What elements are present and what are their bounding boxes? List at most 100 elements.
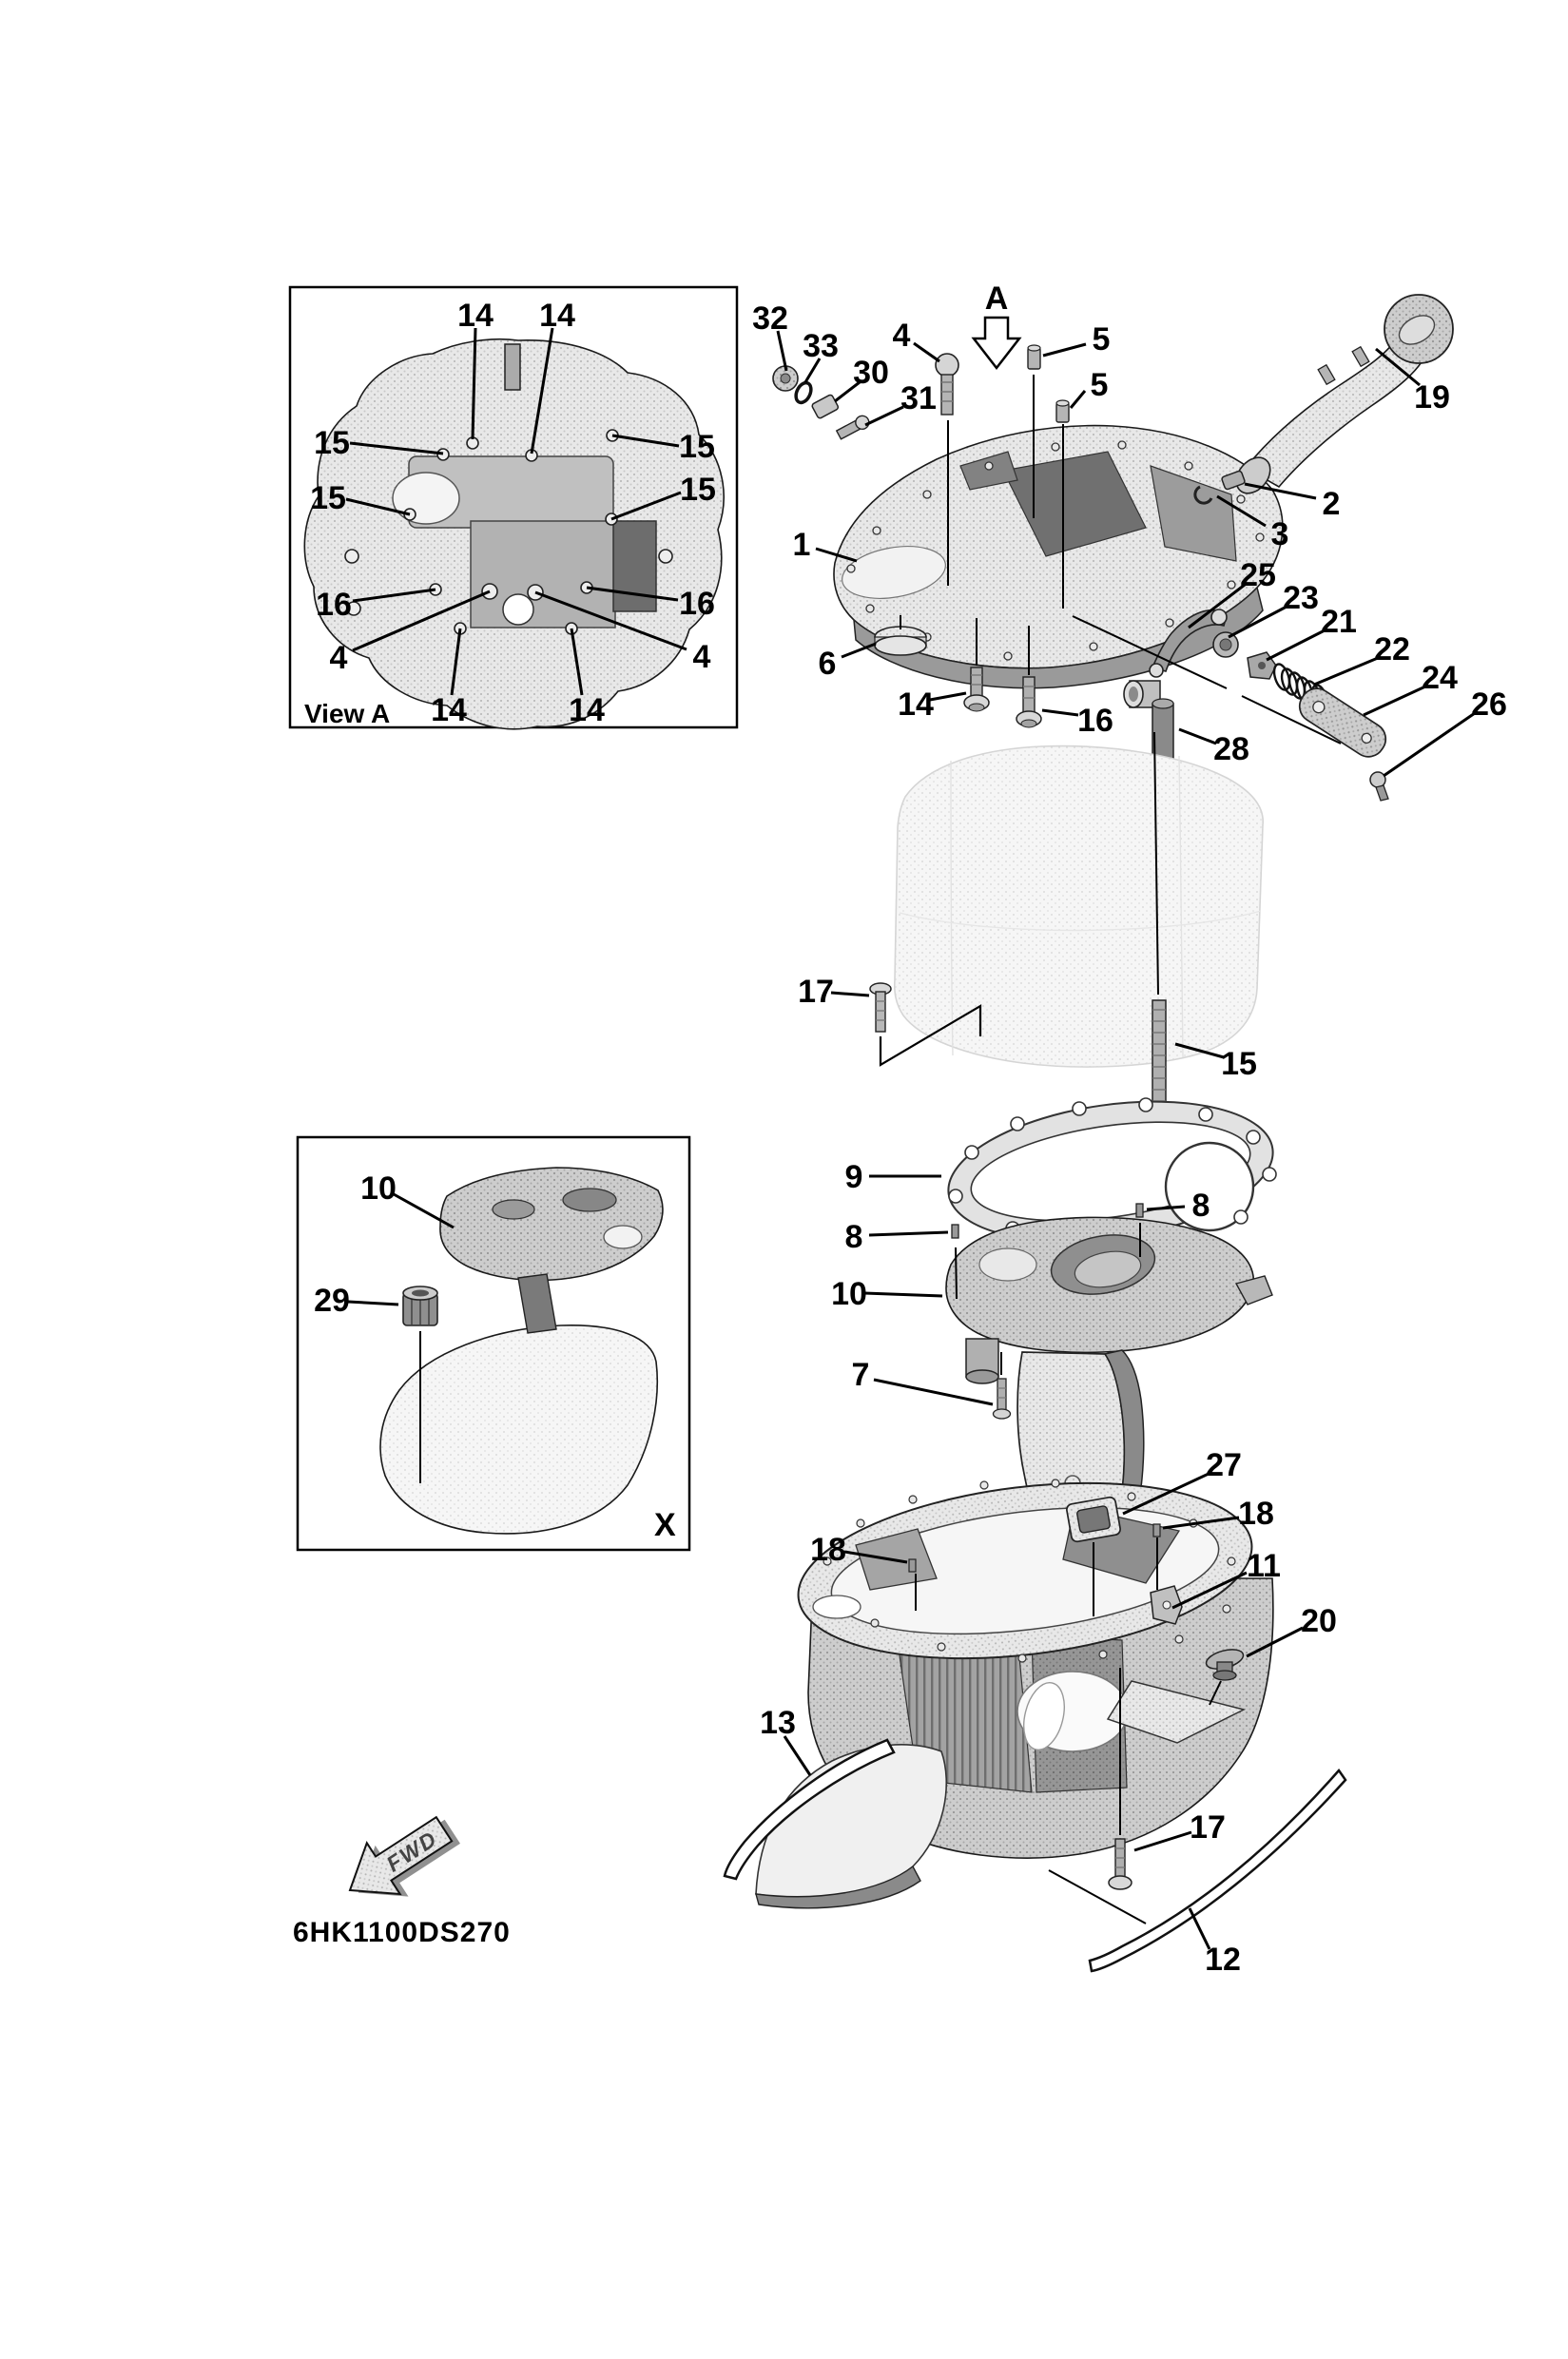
- leader-line-24: [1363, 685, 1426, 717]
- callout-17: 17: [1190, 1809, 1226, 1846]
- callout-14: 14: [539, 298, 575, 334]
- leader-line-6: [841, 642, 877, 659]
- leader-line-10: [393, 1192, 455, 1229]
- pointer-17-bracket: [879, 1004, 982, 1067]
- callout-4: 4: [693, 639, 711, 675]
- leader-line-32: [776, 330, 788, 372]
- callout-14: 14: [898, 686, 934, 723]
- leader-line-30: [834, 380, 861, 403]
- leader-line-17: [1133, 1830, 1192, 1852]
- fwd-arrow-icon: [348, 1815, 454, 1896]
- leader-line-19: [1375, 347, 1421, 387]
- callout-31: 31: [900, 380, 937, 416]
- leader-line-14: [471, 327, 477, 440]
- callout-33: 33: [803, 328, 839, 364]
- leader-line-15: [1174, 1042, 1225, 1059]
- leader-line-2: [1244, 482, 1317, 500]
- pin-part-8-right: [1135, 1203, 1144, 1218]
- callout-13: 13: [760, 1705, 796, 1741]
- leader-line-8: [868, 1230, 949, 1237]
- callout-6: 6: [819, 646, 837, 682]
- leader-line-3: [1216, 494, 1267, 528]
- leader-line-15: [349, 441, 444, 455]
- callout-26: 26: [1471, 686, 1507, 723]
- bolt-part-4: [935, 353, 959, 416]
- damper-part-27: [1066, 1496, 1121, 1543]
- trim-strip-part-13: [723, 1738, 896, 1881]
- section-a-label: A: [985, 280, 1009, 317]
- callout-16: 16: [1077, 703, 1113, 739]
- clip-part-3: [1193, 485, 1213, 505]
- callout-9: 9: [845, 1159, 863, 1195]
- leader-line-5: [1069, 390, 1087, 409]
- callout-4: 4: [893, 318, 911, 354]
- leader-line-16: [586, 586, 679, 602]
- oil-pan-part-1: [833, 424, 1284, 689]
- leader-line-4: [913, 341, 940, 363]
- leader-line-14: [530, 327, 554, 454]
- callout-15: 15: [310, 480, 346, 516]
- pin-part-5-upper: [1027, 344, 1041, 370]
- anti-ventilation-plate: [1106, 1680, 1247, 1744]
- callout-10: 10: [831, 1276, 867, 1312]
- leader-line-33: [803, 358, 822, 383]
- leader-line-12: [1188, 1907, 1211, 1950]
- screw-part-26: [1369, 771, 1389, 802]
- callout-8: 8: [1192, 1188, 1210, 1224]
- callout-5: 5: [1091, 367, 1109, 403]
- section-a-arrow-icon: [971, 316, 1022, 371]
- callout-16: 16: [679, 586, 715, 622]
- callout-18: 18: [810, 1532, 846, 1568]
- leader-line-22: [1313, 656, 1379, 686]
- leader-line-16: [1041, 708, 1079, 717]
- callout-8: 8: [845, 1219, 863, 1255]
- callout-15: 15: [679, 429, 715, 465]
- x-grommet-29: [402, 1286, 438, 1326]
- leader-line-25: [1188, 583, 1246, 629]
- leader-line-4: [534, 590, 687, 651]
- leader-line-20: [1246, 1626, 1304, 1658]
- leader-line-21: [1266, 628, 1326, 662]
- bolt-part-7: [992, 1378, 1012, 1420]
- view-a-label: View A: [304, 699, 390, 728]
- pin-part-5-lower: [1055, 399, 1070, 423]
- leader-line-28: [1178, 727, 1217, 745]
- callout-15: 15: [1221, 1046, 1257, 1082]
- callout-19: 19: [1414, 379, 1450, 416]
- leader-line-15: [610, 491, 682, 521]
- callout-22: 22: [1374, 631, 1410, 667]
- callout-15: 15: [314, 425, 350, 461]
- callout-17: 17: [798, 974, 834, 1010]
- plug-part-6: [874, 626, 927, 656]
- pin-part-18-left: [908, 1558, 917, 1573]
- section-arrow-a: A: [971, 280, 1022, 371]
- leader-line-10: [863, 1291, 943, 1298]
- callout-21: 21: [1321, 604, 1357, 640]
- callout-10: 10: [360, 1170, 397, 1207]
- leader-line-14: [929, 691, 967, 702]
- exhaust-tube-part-19: [1235, 294, 1454, 494]
- lower-casing-part-11-body: [755, 1479, 1274, 1909]
- fitting-part-2: [1221, 470, 1246, 491]
- pin-part-18-right: [1152, 1523, 1161, 1537]
- callout-25: 25: [1240, 557, 1276, 593]
- callout-1: 1: [793, 527, 811, 563]
- callout-5: 5: [1093, 321, 1111, 358]
- inset-view-a: View A: [288, 285, 739, 730]
- callout-14: 14: [431, 692, 467, 728]
- o-ring-part-33: [794, 380, 813, 405]
- leader-line-8: [1146, 1205, 1186, 1211]
- x-view-label: X: [654, 1507, 676, 1543]
- trim-strip-part-12: [1088, 1768, 1347, 1973]
- callout-30: 30: [853, 355, 889, 391]
- leader-line-15: [611, 434, 680, 448]
- callout-14: 14: [457, 298, 494, 334]
- assembly-axis-lines: [900, 375, 1342, 1924]
- diagram-code: 6HK1100DS270: [293, 1917, 511, 1948]
- leader-line-1: [815, 547, 858, 563]
- callout-32: 32: [752, 300, 788, 337]
- leader-line-14: [450, 628, 462, 696]
- leader-line-18: [1162, 1516, 1240, 1530]
- leader-line-7: [873, 1378, 994, 1406]
